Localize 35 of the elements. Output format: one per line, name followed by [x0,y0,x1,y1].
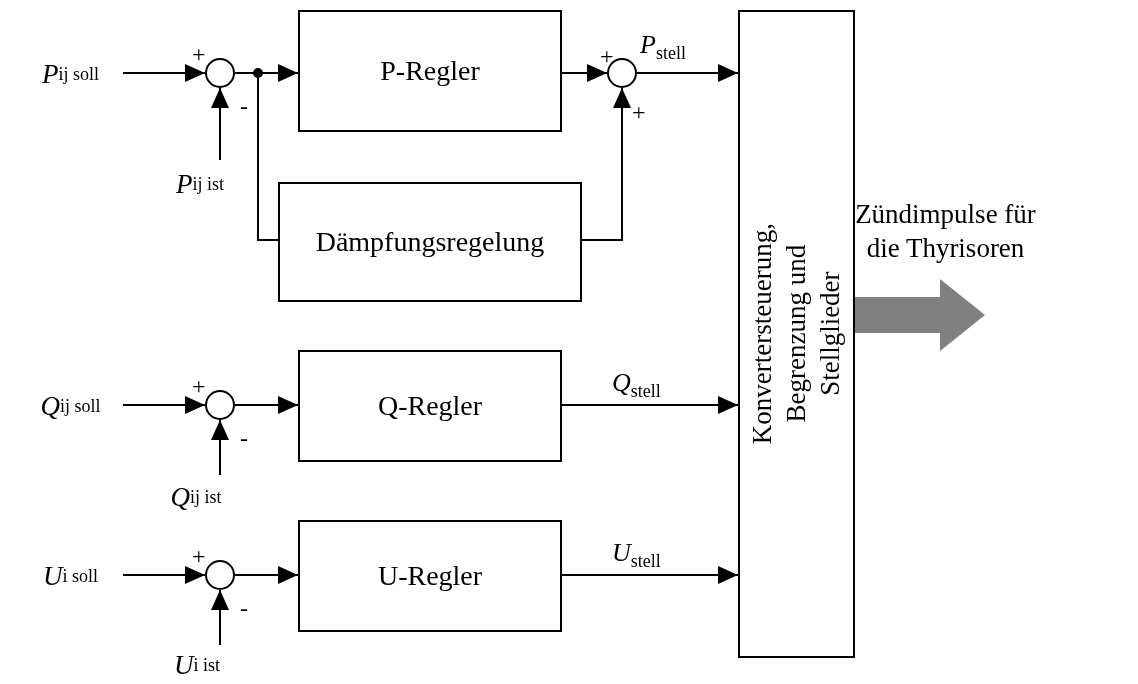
edge-label: Q$_{stell}$ [612,368,661,403]
block-box: Dämpfungsregelung [278,182,582,302]
summing-junction [205,58,235,88]
arrow [211,87,229,161]
arrow [234,566,299,584]
arrow [234,396,299,414]
sign-label: - [240,94,248,118]
edge-label: Zündimpulse für die Thyrisoren [854,198,1037,265]
arrow [636,64,739,82]
sign-label: + [192,544,206,568]
sign-label: + [600,44,614,68]
arrow [122,396,206,414]
summing-junction [205,390,235,420]
arrow [211,419,229,476]
sign-label: - [240,426,248,450]
arrow [211,589,229,646]
arrow [122,566,206,584]
output-arrow [855,279,985,351]
sign-label: + [632,100,646,124]
edge-label: U$_{stell}$ [612,538,661,573]
block-text: Konvertersteuerung, Begrenzung und Stellglieder [745,223,846,445]
arrow [561,64,608,82]
sign-label: - [240,596,248,620]
arrow [561,566,739,584]
block-box: Q-Regler [298,350,562,462]
arrow [561,396,739,414]
sign-label: + [192,374,206,398]
sign-label: + [192,42,206,66]
edge-label: P$_{stell}$ [640,30,686,65]
arrow [122,64,206,82]
arrow [581,87,631,241]
block-box: P-Regler [298,10,562,132]
block-box: U-Regler [298,520,562,632]
summing-junction [205,560,235,590]
block-box [738,10,855,658]
